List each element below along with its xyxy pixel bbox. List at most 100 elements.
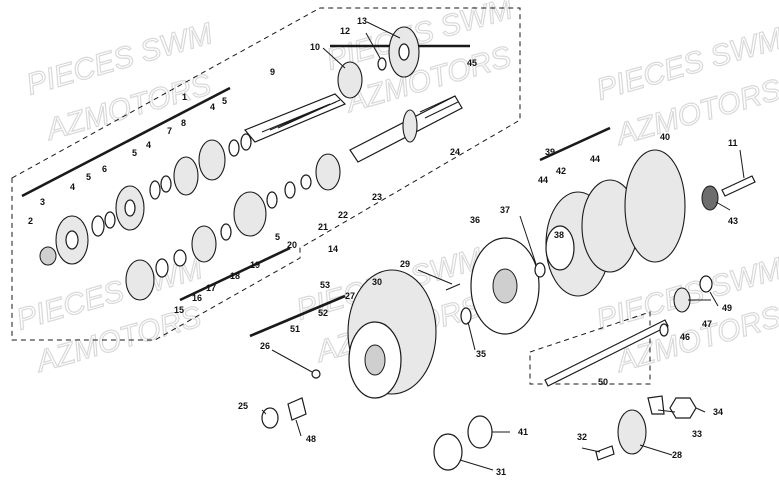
callout-36: 36 bbox=[470, 215, 480, 225]
callout-45: 45 bbox=[467, 58, 477, 68]
part-15-gear bbox=[125, 259, 155, 301]
part-7-gear bbox=[173, 156, 199, 196]
callout-5-b: 5 bbox=[132, 148, 137, 158]
callout-11: 11 bbox=[728, 138, 738, 148]
part-34-nut bbox=[669, 397, 697, 419]
leader-31 bbox=[459, 459, 494, 471]
leader-33 bbox=[657, 409, 676, 413]
callout-6: 6 bbox=[102, 164, 107, 174]
callout-44-a: 44 bbox=[538, 175, 548, 185]
callout-labels: 1 2 3 4 4 4 5 5 5 5 6 7 8 9 10 11 12 13 … bbox=[28, 16, 738, 477]
leader-37 bbox=[519, 215, 537, 265]
upper-gear-train bbox=[39, 26, 420, 266]
part-22-washer bbox=[300, 174, 312, 190]
callout-9: 9 bbox=[270, 67, 275, 77]
callout-23: 23 bbox=[372, 192, 382, 202]
leader-13 bbox=[366, 21, 401, 39]
callout-35: 35 bbox=[476, 349, 486, 359]
callout-46: 46 bbox=[680, 332, 690, 342]
callout-52: 52 bbox=[318, 308, 328, 318]
part-4c-washer bbox=[228, 139, 240, 157]
callout-8: 8 bbox=[181, 118, 186, 128]
callout-49: 49 bbox=[722, 303, 732, 313]
callout-38: 38 bbox=[554, 230, 564, 240]
callout-48: 48 bbox=[306, 434, 316, 444]
part-5c-circlip bbox=[240, 133, 252, 151]
group-bar-1 bbox=[21, 86, 231, 198]
part-31-washer bbox=[433, 433, 463, 471]
gearbox-dashed-frame bbox=[11, 7, 521, 341]
leader-11 bbox=[739, 149, 745, 179]
part-25-washer bbox=[261, 407, 279, 429]
part-8-gear bbox=[198, 139, 226, 181]
part-38-nut bbox=[545, 225, 575, 271]
callout-41: 41 bbox=[518, 427, 528, 437]
main-shaft-splines bbox=[261, 99, 341, 133]
lower-gear-train bbox=[125, 153, 341, 301]
part-5b-circlip bbox=[160, 175, 172, 193]
leader-34 bbox=[695, 407, 706, 413]
leader-28 bbox=[639, 444, 673, 456]
callout-4-a: 4 bbox=[70, 182, 75, 192]
leader-12 bbox=[365, 32, 381, 59]
callout-4-b: 4 bbox=[146, 140, 151, 150]
callout-3: 3 bbox=[40, 197, 45, 207]
callout-53: 53 bbox=[320, 280, 330, 290]
part-16-washer bbox=[155, 258, 169, 278]
part-3-hub bbox=[65, 230, 79, 250]
part-48-bushing bbox=[287, 397, 307, 421]
part-11-bolt bbox=[721, 175, 756, 197]
callout-5-c: 5 bbox=[222, 96, 227, 106]
leader-26 bbox=[271, 349, 313, 373]
callout-21: 21 bbox=[318, 222, 328, 232]
group-bar-53 bbox=[249, 294, 346, 338]
callout-16: 16 bbox=[192, 293, 202, 303]
callout-28: 28 bbox=[672, 450, 682, 460]
callout-31: 31 bbox=[496, 467, 506, 477]
callout-50: 50 bbox=[598, 377, 608, 387]
part-37-washer bbox=[534, 262, 546, 278]
callout-17: 17 bbox=[206, 283, 216, 293]
leader-43 bbox=[715, 201, 731, 211]
callout-22: 22 bbox=[338, 210, 348, 220]
gearbox-group-outline bbox=[11, 7, 651, 385]
callout-20: 20 bbox=[287, 240, 297, 250]
part-36-hub-center bbox=[492, 268, 518, 304]
callout-5-d: 5 bbox=[275, 232, 280, 242]
callout-43: 43 bbox=[728, 216, 738, 226]
part-13-hub bbox=[398, 43, 410, 61]
callout-25: 25 bbox=[238, 401, 248, 411]
leader-10 bbox=[322, 47, 346, 69]
main-shaft bbox=[244, 93, 347, 143]
part-46-washer bbox=[659, 323, 669, 337]
callout-42: 42 bbox=[556, 166, 566, 176]
callout-39: 39 bbox=[545, 147, 555, 157]
leader-32 bbox=[581, 447, 601, 453]
part-19-washer bbox=[220, 223, 232, 241]
callout-40: 40 bbox=[660, 132, 670, 142]
part-20-gear bbox=[233, 191, 267, 237]
part-35-washer bbox=[460, 307, 472, 325]
callout-18: 18 bbox=[230, 271, 240, 281]
part-26-screw bbox=[311, 369, 321, 379]
callout-5-a: 5 bbox=[86, 172, 91, 182]
callout-34: 34 bbox=[713, 407, 723, 417]
part-12-washer bbox=[377, 57, 387, 71]
callout-26: 26 bbox=[260, 341, 270, 351]
group-bar-39 bbox=[539, 126, 611, 162]
callout-32: 32 bbox=[577, 432, 587, 442]
callout-14: 14 bbox=[328, 244, 338, 254]
part-18-gear bbox=[191, 225, 217, 263]
callout-44-b: 44 bbox=[590, 154, 600, 164]
leader-49 bbox=[709, 291, 719, 307]
callout-1: 1 bbox=[182, 92, 187, 102]
leader-48 bbox=[295, 419, 302, 437]
part-40-pressure-plate bbox=[624, 149, 686, 263]
part-4-washer bbox=[91, 215, 105, 237]
part-4b-washer bbox=[149, 180, 161, 200]
part-29-pin bbox=[445, 283, 461, 291]
countershaft bbox=[349, 95, 463, 163]
leader-35 bbox=[467, 321, 476, 351]
callout-10: 10 bbox=[310, 42, 320, 52]
